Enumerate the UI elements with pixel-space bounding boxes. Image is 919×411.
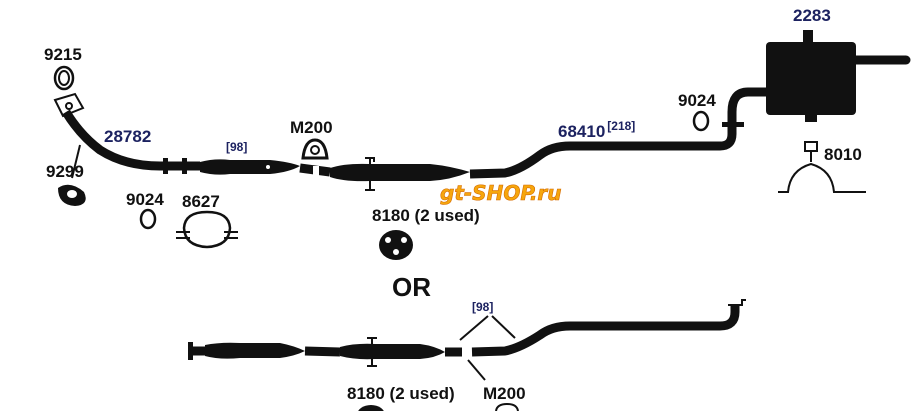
label-8180-top: 8180 (2 used) — [372, 206, 480, 225]
muffler-2283[interactable] — [766, 30, 911, 122]
label-2283: 2283 — [793, 6, 831, 25]
intermediate-pipe-68410[interactable] — [330, 87, 766, 191]
front-pipe-28782[interactable] — [53, 92, 161, 171]
label-9024-right: 9024 — [678, 91, 716, 110]
label-8180-bottom: 8180 (2 used) — [347, 384, 455, 403]
label-9024-left: 9024 — [126, 190, 164, 209]
label-8627: 8627 — [182, 192, 220, 211]
label-M200-top: M200 — [290, 118, 333, 137]
clamp-M200-bottom[interactable] — [495, 402, 519, 411]
clamp-8627[interactable] — [176, 210, 238, 249]
label-68410-number: 68410 — [558, 122, 605, 141]
label-9299: 9299 — [46, 162, 84, 181]
clamp-M200-top[interactable] — [301, 138, 329, 182]
label-or: OR — [392, 272, 431, 302]
hanger-8180-top[interactable] — [379, 230, 413, 260]
gasket-9299[interactable] — [58, 144, 86, 206]
label-9215: 9215 — [44, 45, 82, 64]
label-98-bottom: [98] — [472, 300, 493, 314]
label-28782: 28782 — [104, 127, 151, 146]
resonator-pipe[interactable] — [160, 158, 331, 177]
alternate-pipe-assembly[interactable] — [188, 299, 746, 381]
label-68410-superscript: [218] — [607, 119, 635, 133]
gasket-9024-left[interactable] — [139, 208, 157, 230]
gasket-9024-right[interactable] — [692, 110, 710, 132]
hanger-8010[interactable] — [778, 141, 866, 193]
hanger-8180-bottom[interactable] — [357, 405, 385, 411]
label-8010: 8010 — [824, 145, 862, 164]
label-M200-bottom: M200 — [483, 384, 526, 403]
label-68410: 68410[218] — [558, 119, 635, 141]
watermark-logo: gt-SHOP.ru — [440, 181, 562, 205]
flange-9215[interactable] — [53, 65, 75, 91]
label-98-top: [98] — [226, 140, 247, 154]
